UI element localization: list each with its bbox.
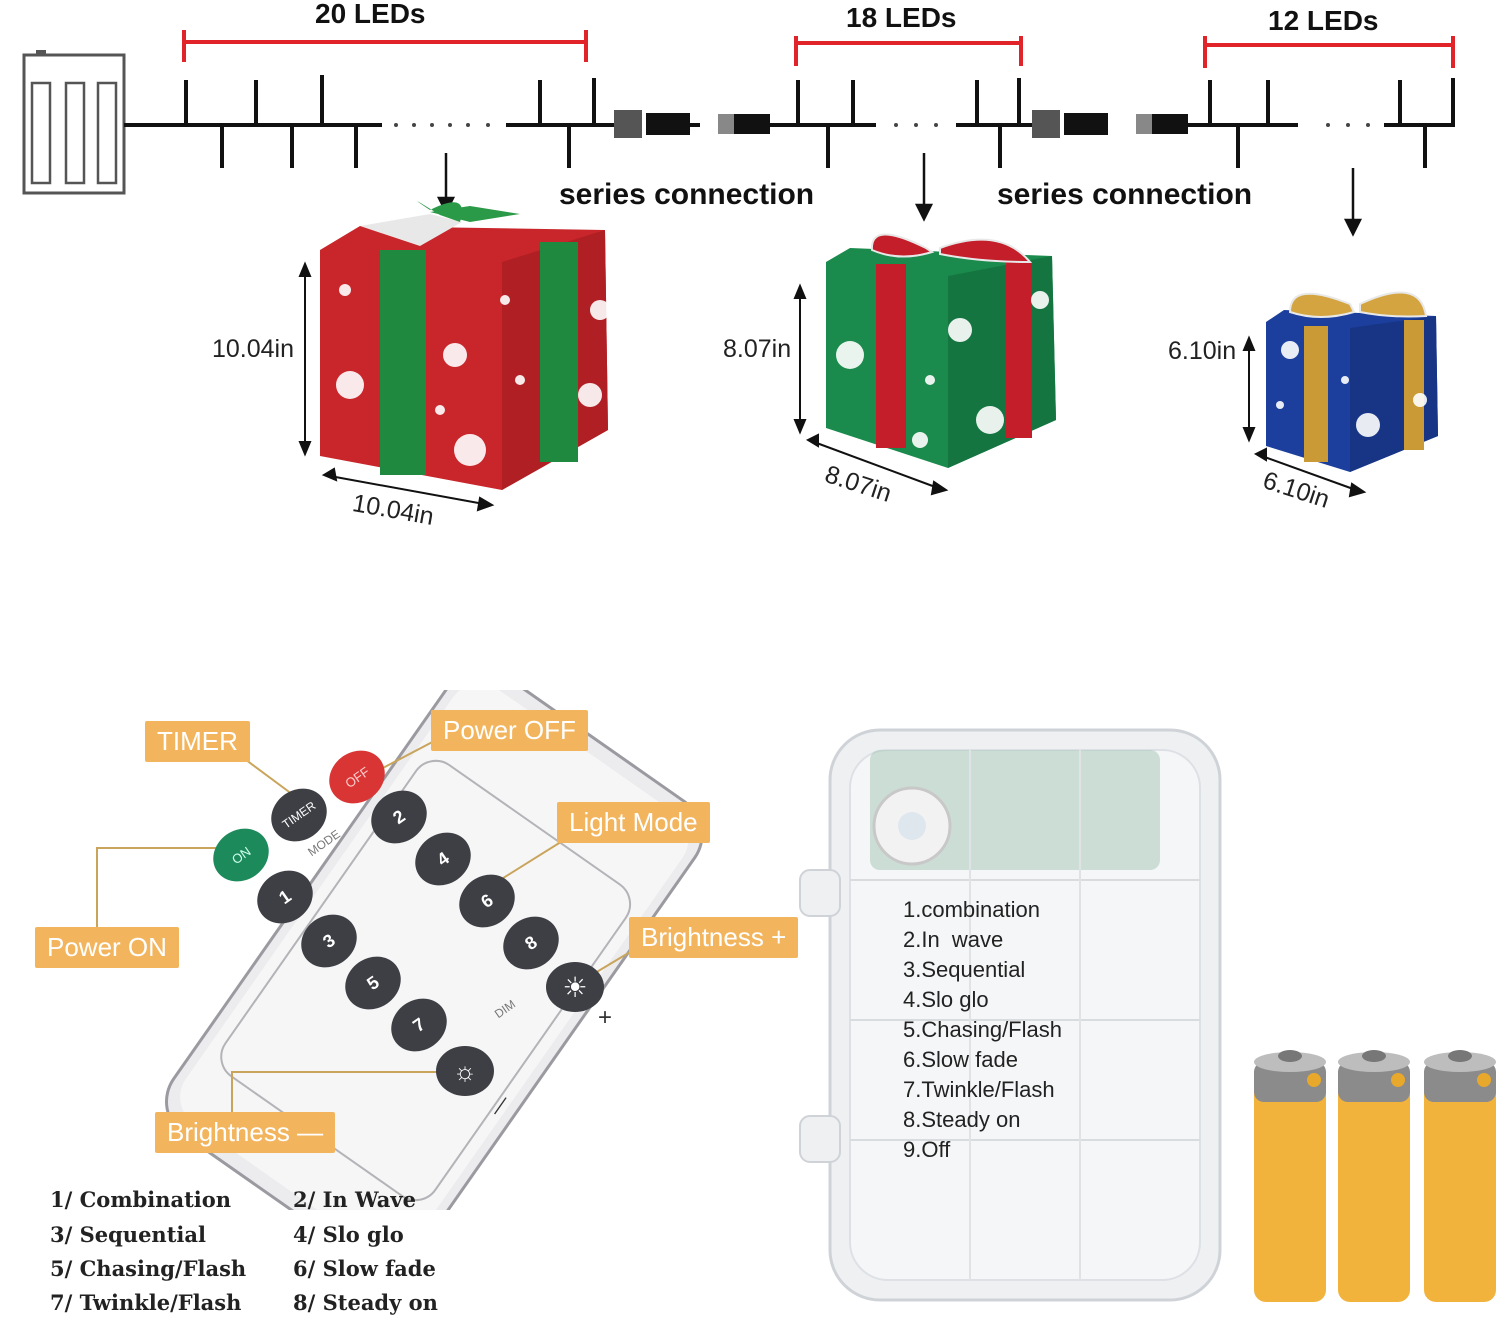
sun-outline-icon: ☼ [453,1055,477,1086]
legend-item: 6/ Slow fade [293,1256,436,1281]
legend-item: 1/ Combination [50,1187,232,1212]
brightness-down-button[interactable]: ☼ [436,1046,494,1096]
battery-pack-icon [22,50,126,195]
led-wire [124,75,1455,168]
brightness-up-button[interactable]: ☀ [546,962,604,1012]
mode-item: 3.Sequential [903,957,1026,982]
brightness-plus-callout: Brightness + [629,917,799,958]
brightness-minus-callout: Brightness — [155,1112,336,1153]
mode-item: 6.Slow fade [903,1047,1018,1072]
box-height-label: 10.04in [212,335,295,363]
power-on-callout: Power ON [35,927,179,968]
legend-item: 8/ Steady on [293,1290,438,1315]
gift-box-large [320,201,610,490]
mode-item: 2.In wave [903,927,1004,952]
battery-icon [1254,1050,1326,1302]
series-connector-icon [614,110,770,138]
down-arrow-icon [436,153,1363,237]
dimension-arrows [298,261,1367,512]
legend-item: 3/ Sequential [50,1222,206,1247]
segment-led-count: 12 LEDs [1268,5,1379,36]
mode-item: 1.combination [903,897,1040,922]
power-off-callout: Power OFF [431,710,588,751]
segment-led-count: 18 LEDs [846,2,957,33]
series-connection-label: series connection [997,178,1253,211]
battery-icon [1338,1050,1410,1302]
mode-item: 4.Slo glo [903,987,989,1012]
mode-item: 7.Twinkle/Flash [903,1077,1055,1102]
legend-item: 7/ Twinkle/Flash [50,1290,242,1315]
legend-item: 5/ Chasing/Flash [50,1256,247,1281]
mode-item: 5.Chasing/Flash [903,1017,1062,1042]
mode-item: 9.Off [903,1137,951,1162]
battery-box-image [799,728,1222,1302]
sun-icon: ☀ [562,971,588,1003]
light-mode-callout: Light Mode [557,802,710,843]
segment-range-bars [182,30,1455,68]
timer-callout: TIMER [145,721,250,762]
aa-batteries-image [1254,1050,1496,1302]
wire-continuation-dots [394,123,1370,127]
mode-item: 8.Steady on [903,1107,1021,1132]
legend-item: 2/ In Wave [293,1187,416,1212]
gift-box-medium [826,233,1056,468]
segment-led-count: 20 LEDs [315,0,426,29]
box-height-label: 6.10in [1168,337,1237,365]
gift-box-small [1266,291,1438,472]
battery-box-mode-list: 1.combination 2.In wave 3.Sequential 4.S… [903,895,1062,1165]
plus-label: + [598,1004,613,1031]
battery-icon [1424,1050,1496,1302]
box-height-label: 8.07in [723,335,792,363]
series-connection-label: series connection [559,178,815,211]
led-string-diagram [22,30,1455,512]
legend-item: 4/ Slo glo [293,1222,404,1247]
series-connector-icon [1032,110,1188,138]
